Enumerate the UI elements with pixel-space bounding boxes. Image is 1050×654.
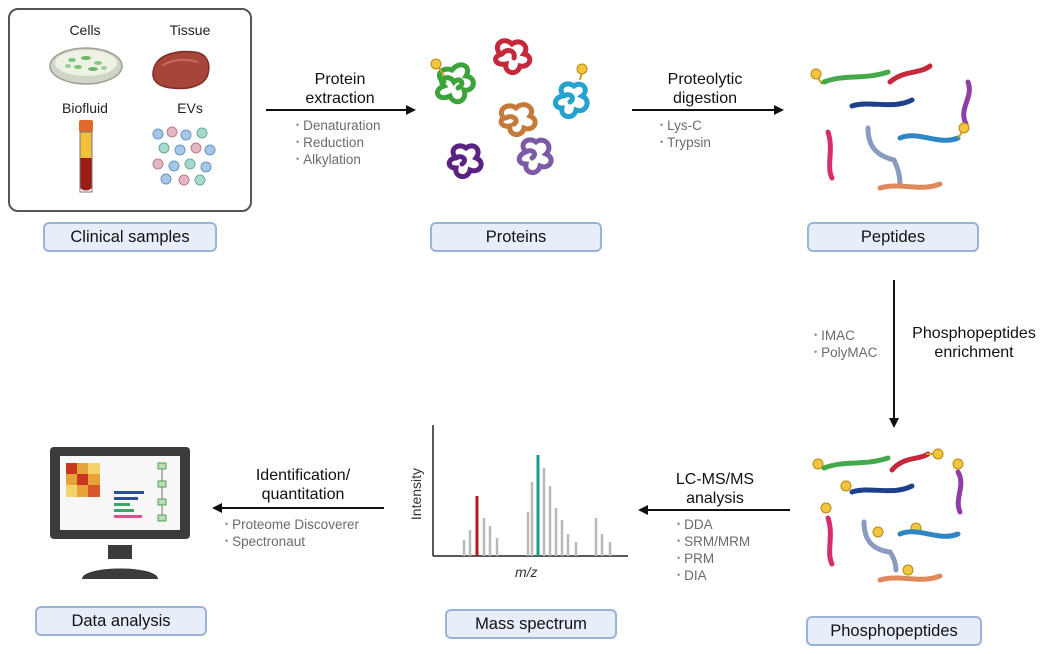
identification-bullets: Proteome Discoverer Spectronaut — [225, 516, 359, 550]
proteins-illustration — [430, 38, 590, 179]
lcms-bullets: DDA SRM/MRM PRM DIA — [677, 516, 750, 584]
arrow-lcms — [638, 505, 790, 515]
proteolytic-digestion-title-line1: Proteolytic — [667, 71, 743, 88]
bullet-item: Alkylation — [296, 151, 380, 168]
bullet-item: Proteome Discoverer — [225, 516, 359, 533]
tissue-icon — [152, 50, 210, 90]
arrow-enrichment — [889, 280, 899, 428]
phosphopeptides-label: Phosphopeptides — [806, 616, 982, 646]
bullet-item: DDA — [677, 516, 750, 533]
spectrum-xlabel: m/z — [515, 564, 538, 580]
bullet-item: SRM/MRM — [677, 533, 750, 550]
enrichment-title-line2: enrichment — [934, 344, 1014, 361]
evs-label: EVs — [177, 100, 203, 116]
clinical-samples-label: Clinical samples — [43, 222, 217, 252]
evs-icon — [152, 126, 216, 186]
bullet-item: DIA — [677, 567, 750, 584]
blood-tube-icon — [79, 120, 93, 193]
spectrum-plot — [432, 425, 628, 557]
protein-extraction-bullets: Denaturation Reduction Alkylation — [296, 117, 380, 168]
bullet-item: Spectronaut — [225, 533, 359, 550]
lcms-title-line2: analysis — [686, 490, 744, 507]
arrow-digestion — [632, 105, 784, 115]
protein-extraction-title-line2: extraction — [305, 90, 375, 107]
bullet-item: Reduction — [296, 134, 380, 151]
petri-dish-icon — [49, 47, 123, 85]
proteolytic-digestion-title-line2: digestion — [672, 90, 738, 107]
proteins-label: Proteins — [430, 222, 602, 252]
enrichment-bullets: IMAC PolyMAC — [814, 327, 877, 361]
clinical-samples-panel — [8, 8, 252, 212]
arrow-extraction — [266, 105, 416, 115]
enrichment-title-line1: Phosphopeptides — [912, 325, 1036, 342]
identification-title-line1: Identification/ — [255, 467, 351, 484]
identification-title-line2: quantitation — [261, 486, 345, 503]
tissue-label: Tissue — [169, 22, 211, 38]
spectrum-peaks — [462, 455, 612, 556]
mass-spectrum-label: Mass spectrum — [445, 609, 617, 639]
data-analysis-label: Data analysis — [35, 606, 207, 636]
bullet-item: Trypsin — [660, 134, 711, 151]
protein-extraction-title-line1: Protein — [314, 71, 366, 88]
bullet-item: PolyMAC — [814, 344, 877, 361]
bullet-item: Denaturation — [296, 117, 380, 134]
biofluid-label: Biofluid — [62, 100, 108, 116]
proteolytic-digestion-bullets: Lys-C Trypsin — [660, 117, 711, 151]
cells-label: Cells — [69, 22, 101, 38]
bullet-item: IMAC — [814, 327, 877, 344]
bullet-item: PRM — [677, 550, 750, 567]
computer-monitor-icon — [50, 447, 190, 579]
lcms-title-line1: LC-MS/MS — [675, 471, 755, 488]
bullet-item: Lys-C — [660, 117, 711, 134]
arrow-identification — [212, 503, 384, 513]
spectrum-ylabel: Intensity — [408, 467, 424, 521]
phosphopeptides-illustration — [812, 448, 964, 583]
peptides-illustration — [810, 63, 972, 191]
peptides-label: Peptides — [807, 222, 979, 252]
